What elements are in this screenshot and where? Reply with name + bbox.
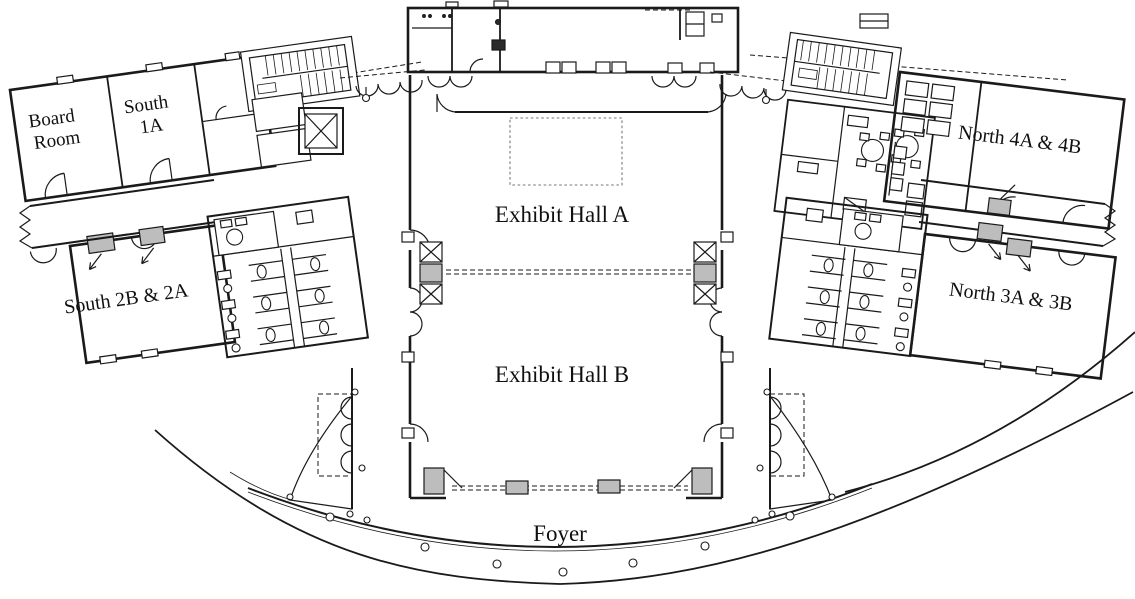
- label-board-room: Board Room: [27, 105, 84, 155]
- corridor-left: [18, 179, 217, 265]
- wing-north-lower: [908, 232, 1118, 380]
- hall-partition: [419, 241, 717, 305]
- label-south-1a: South 1A: [123, 91, 178, 140]
- label-south-2b-2a: South 2B & 2A: [63, 279, 190, 318]
- stairwell-left: [239, 35, 361, 113]
- elevator: [298, 107, 344, 155]
- corridor-dashed-lines: [257, 9, 1069, 89]
- wing-south-upper: [8, 51, 277, 203]
- canopy-sweep: [154, 391, 1134, 585]
- service-kitchen: [773, 98, 936, 230]
- wing-south-lower: [29, 223, 237, 365]
- label-exhibit-hall-b: Exhibit Hall B: [495, 362, 629, 387]
- closets-left: [251, 92, 312, 168]
- corridor-right: [918, 179, 1117, 261]
- stage-outline: [509, 117, 623, 186]
- kitchen-service-block: [406, 0, 889, 74]
- stairwell-right: [781, 31, 903, 107]
- restrooms-north: [768, 196, 929, 358]
- doors-right-lobby: [709, 71, 796, 105]
- label-foyer: Foyer: [533, 521, 587, 546]
- hall-b-south-partition: [423, 467, 713, 495]
- doors-left-lobby: [339, 69, 426, 103]
- label-north-4a-4b: North 4A & 4B: [957, 122, 1083, 159]
- foyer-area: [154, 331, 1135, 585]
- canopy-sweep-inner: [844, 331, 1135, 493]
- wing-north-upper: [882, 70, 1126, 231]
- label-exhibit-hall-a: Exhibit Hall A: [495, 202, 630, 227]
- exhibit-hall-shell: [401, 75, 734, 500]
- restrooms-south: [206, 195, 370, 359]
- label-north-3a-3b: North 3A & 3B: [948, 279, 1074, 316]
